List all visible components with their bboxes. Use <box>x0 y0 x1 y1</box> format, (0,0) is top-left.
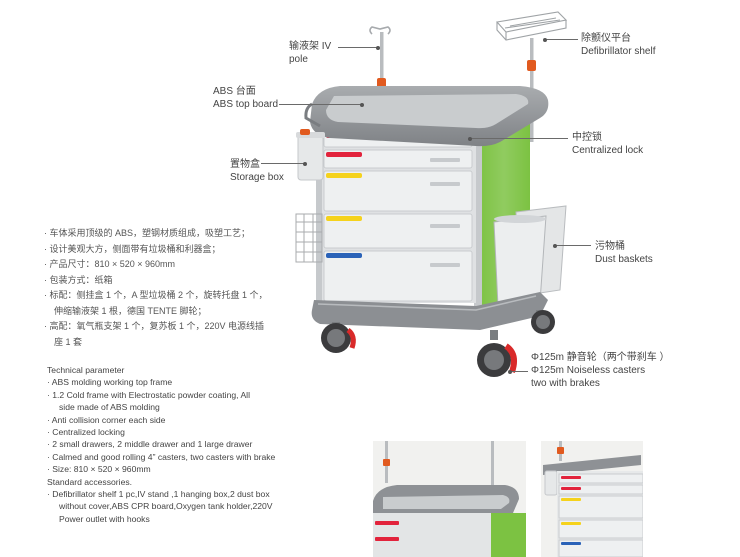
cn-feature-item: 伸缩输液架 1 根，德国 TENTE 脚轮； <box>54 305 207 316</box>
tech-item: · 1.2 Cold frame with Electrostatic powd… <box>47 389 250 400</box>
callout-abs-top: ABS 台面 ABS top board <box>213 85 278 111</box>
tech-item: · Size: 810 × 520 × 960mm <box>47 464 151 475</box>
detail-photo-top-board-art <box>373 441 526 557</box>
leader-abs-top <box>279 102 364 107</box>
cn-feature-item: · 高配：氧气瓶支架 1 个，复苏板 1 个，220V 电源线插 <box>44 321 265 331</box>
callout-defib-shelf: 除颤仪平台 Defibrillator shelf <box>581 32 655 58</box>
cn-feature-item: · 包装方式：纸箱 <box>44 274 113 285</box>
leader-dust-baskets <box>553 243 591 248</box>
front-post-right <box>474 132 482 327</box>
caster-rear <box>531 310 555 334</box>
drawer-handle-red-2 <box>326 152 362 157</box>
dust-baskets <box>493 205 567 307</box>
callout-defib-shelf-en: Defibrillator shelf <box>581 46 656 57</box>
wire-basket <box>295 213 323 263</box>
defib-pole-collar <box>527 60 536 71</box>
leader-defib-shelf <box>543 37 578 42</box>
accessory-item: without cover,ABS CPR board,Oxygen tank … <box>59 501 273 512</box>
drawer-handle-blue <box>326 253 362 258</box>
iv-pole-collar <box>377 78 386 88</box>
callout-defib-shelf-cn: 除颤仪平台 <box>581 33 631 44</box>
detail-photo-drawers-art <box>541 441 643 557</box>
callout-dust-baskets-cn: 污物桶 <box>595 241 625 252</box>
callout-storage-box: 置物盒 Storage box <box>230 158 284 184</box>
leader-central-lock <box>468 136 568 141</box>
leader-iv-pole <box>338 45 380 50</box>
technical-parameters: Technical parameter · ABS molding workin… <box>47 364 357 525</box>
caster-front-right <box>477 330 517 377</box>
caster-front-left <box>321 322 356 353</box>
cn-feature-item: · 产品尺寸：810 × 520 × 960mm <box>44 259 176 269</box>
chinese-feature-list: · 车体采用顶级的 ABS，塑钢材质组成，吸塑工艺； · 设计美观大方，侧面带有… <box>44 226 344 350</box>
accessory-item: · Defibrillator shelf 1 pc,IV stand ,1 h… <box>47 489 270 500</box>
callout-storage-box-cn: 置物盒 <box>230 159 260 170</box>
tech-heading: Technical parameter <box>47 365 125 375</box>
callout-abs-top-en: ABS top board <box>213 99 279 110</box>
callout-central-lock-en: Centralized lock <box>572 145 644 156</box>
callout-casters-cn: Φ125m 静音轮（两个带刹车 ） <box>531 352 670 363</box>
iv-pole-hook <box>369 26 391 35</box>
cart-illustration <box>295 11 568 377</box>
callout-casters: Φ125m 静音轮（两个带刹车 ） Φ125m Noiseless caster… <box>531 351 670 390</box>
cn-feature-item: · 标配：侧挂盒 1 个，A 型垃圾桶 2 个，旋转托盘 1 个， <box>44 290 268 300</box>
callout-iv-pole: 输液架 IV pole <box>289 40 331 66</box>
tech-item: · Centralized locking <box>47 427 125 438</box>
callout-iv-pole-en: pole <box>289 54 308 65</box>
accessories-heading: Standard accessories. <box>47 476 133 487</box>
drawer-handle-yellow-2 <box>326 216 362 221</box>
front-post-left <box>316 120 323 310</box>
tech-item: side made of ABS molding <box>59 402 160 413</box>
callout-iv-pole-cn: 输液架 IV <box>289 41 332 52</box>
drawer-stack <box>323 130 473 302</box>
iv-pole <box>380 32 384 92</box>
detail-photo-top-board <box>373 441 526 557</box>
callout-casters-en2: two with brakes <box>531 378 600 389</box>
cn-feature-item: · 设计美观大方，侧面带有垃圾桶和利器盒； <box>44 243 221 254</box>
tech-item: · 2 small drawers, 2 middle drawer and 1… <box>47 439 253 450</box>
accessory-item: Power outlet with hooks <box>59 513 150 524</box>
tech-item: · Calmed and good rolling 4” casters, tw… <box>47 451 276 462</box>
drawer-handle-yellow-1 <box>326 173 362 178</box>
callout-dust-baskets: 污物桶 Dust baskets <box>595 240 653 266</box>
leader-storage-box <box>261 161 307 166</box>
callout-abs-top-cn: ABS 台面 <box>213 86 256 97</box>
tech-item: · ABS molding working top frame <box>47 377 173 388</box>
cn-feature-item: · 车体采用顶级的 ABS，塑钢材质组成，吸塑工艺； <box>44 228 251 238</box>
tech-item: · Anti collision corner each side <box>47 414 166 425</box>
callout-central-lock: 中控锁 Centralized lock <box>572 131 643 157</box>
callout-storage-box-en: Storage box <box>230 172 284 183</box>
storage-box <box>296 129 325 181</box>
callout-central-lock-cn: 中控锁 <box>572 132 602 143</box>
cn-feature-item: 座 1 套 <box>54 336 83 347</box>
cart-base <box>311 292 548 330</box>
callout-casters-en1: Φ125m Noiseless casters <box>531 365 646 376</box>
detail-photo-drawers <box>541 441 643 557</box>
defibrillator-shelf <box>495 11 568 41</box>
leader-casters <box>508 369 528 374</box>
callout-dust-baskets-en: Dust baskets <box>595 254 653 265</box>
